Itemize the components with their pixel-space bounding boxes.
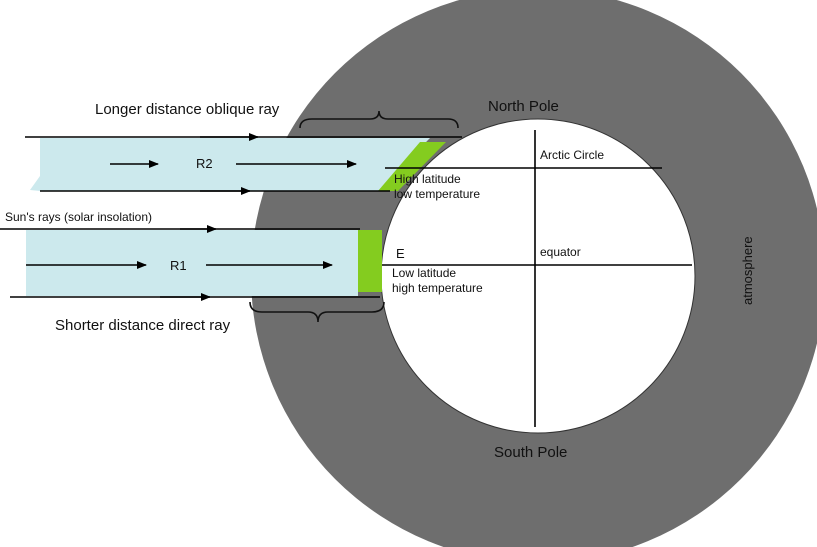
high-latitude-label-line2: low temperature [394, 187, 480, 201]
ray-r1-label: R1 [170, 258, 187, 273]
ray-beam-r2 [30, 138, 430, 191]
ray-beam-r1 [26, 230, 358, 296]
arctic-circle-label: Arctic Circle [540, 148, 604, 162]
high-latitude-label-line1: High latitude [394, 172, 461, 186]
direct-ray-label: Shorter distance direct ray [55, 317, 231, 334]
atmosphere-label: atmosphere [740, 236, 755, 305]
low-latitude-label-line2: high temperature [392, 281, 483, 295]
low-latitude-label-line1: Low latitude [392, 266, 456, 280]
suns-rays-label: Sun's rays (solar insolation) [5, 210, 152, 224]
brace-direct [249, 301, 385, 323]
insolation-patch-low-latitude [358, 230, 382, 292]
oblique-ray-label: Longer distance oblique ray [95, 101, 280, 118]
south-pole-label: South Pole [494, 444, 567, 461]
ray-r2-label: R2 [196, 156, 213, 171]
equator-label: equator [540, 245, 581, 259]
north-pole-label: North Pole [488, 98, 559, 115]
insolation-patch-high-latitude [378, 142, 446, 191]
e-marker-label: E [396, 246, 405, 261]
brace-oblique [299, 110, 459, 129]
